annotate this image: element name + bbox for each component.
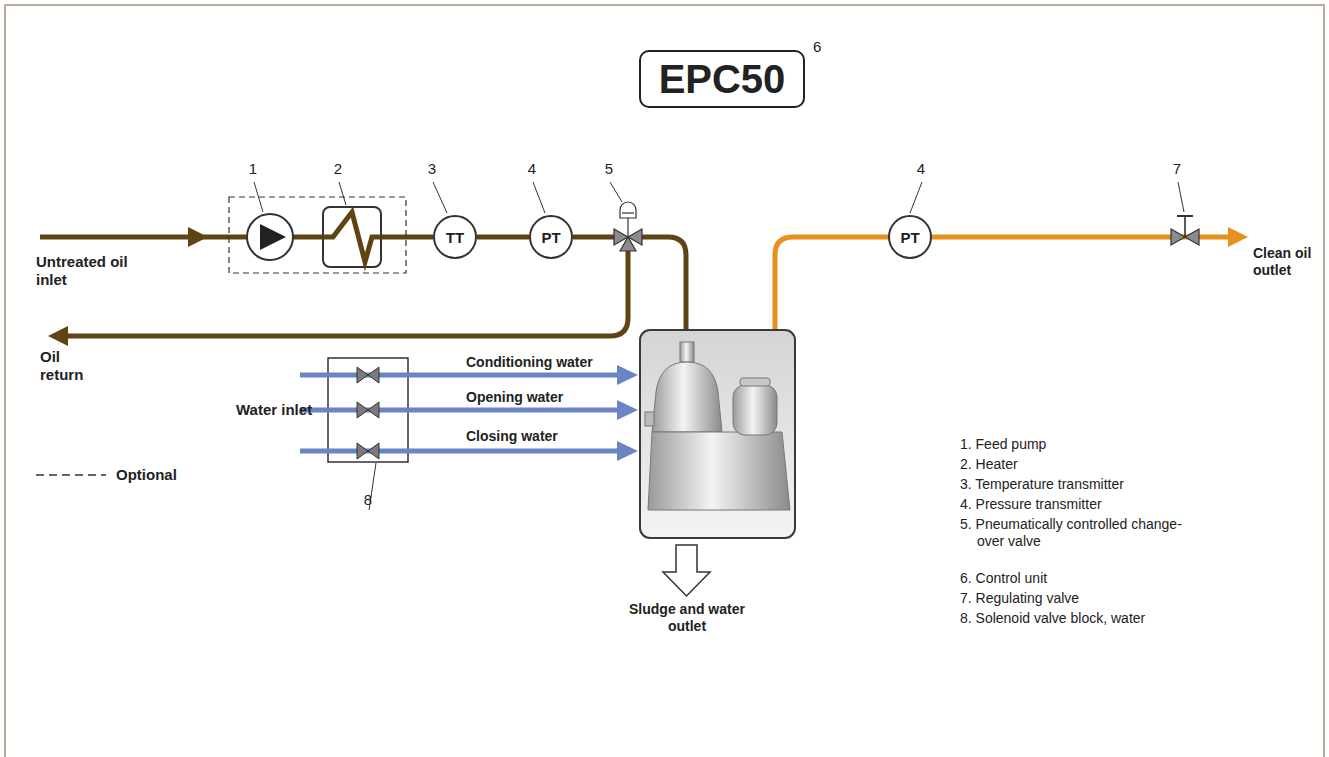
leader-lines (339, 182, 346, 205)
leader-lines (1178, 182, 1184, 212)
separator-frame (640, 330, 795, 538)
pump-symbol (247, 214, 293, 260)
node-text: PT (541, 229, 560, 246)
water-arrowheads (617, 400, 638, 420)
pump-triangle (260, 224, 286, 250)
change-over-valve (627, 218, 628, 237)
separator-picture (645, 412, 654, 426)
change-over-valve (622, 212, 634, 213)
heater-symbol (323, 207, 381, 267)
instrument-circle: TT (433, 215, 477, 259)
leader-lines (910, 182, 922, 213)
water-lines (300, 373, 620, 378)
flow-label: Conditioning water (466, 354, 593, 371)
node-text: EPC50 (659, 57, 786, 101)
oil-feed-pipe (573, 235, 614, 240)
node-text: TT (446, 229, 464, 246)
water-lines (300, 375, 620, 451)
flow-label: Closing water (466, 428, 558, 445)
callout-number: 2 (334, 160, 342, 178)
callout-number: 3 (428, 160, 436, 178)
oil-feed-pipe (293, 235, 323, 240)
change-over-valve (614, 202, 642, 251)
solenoid-valves (357, 443, 379, 459)
solenoid-valves (357, 402, 379, 418)
change-over-valve (620, 202, 636, 218)
key-item: 7. Regulating valve (960, 590, 1079, 607)
leader-lines (254, 182, 263, 212)
key-item: 5. Pneumatically controlled change-over … (960, 516, 1192, 550)
key-item: 6. Control unit (960, 570, 1047, 587)
page-frame (5, 5, 1324, 757)
key-item: 2. Heater (960, 456, 1018, 473)
callout-number: 4 (528, 160, 536, 178)
flow-arrowhead (188, 227, 208, 247)
clean-oil-pipe (775, 237, 1232, 330)
regulating-valve (1184, 216, 1186, 237)
separator-picture (645, 342, 790, 510)
optional-group (229, 197, 406, 273)
regulating-valve (1185, 229, 1199, 245)
key-item: 8. Solenoid valve block, water (960, 610, 1145, 627)
regulating-valve (1171, 229, 1185, 245)
key-item: 4. Pressure transmitter (960, 496, 1102, 513)
oil-pipe-connector (477, 235, 529, 240)
flow-arrowhead (48, 326, 68, 346)
regulating-valve (1177, 215, 1193, 217)
water-lines (300, 408, 620, 413)
leader-lines (254, 182, 1184, 510)
water-arrowheads (617, 441, 638, 461)
legend-entry: Optional (116, 466, 177, 483)
flow-label: Clean oil outlet (1253, 245, 1321, 279)
oil-feed-pipe (642, 237, 686, 330)
instrument-circle: PT (529, 215, 573, 259)
callout-number: 8 (364, 491, 372, 509)
instrument-circle: PT (888, 215, 932, 259)
water-lines (300, 449, 620, 454)
callout-number: 5 (605, 160, 613, 178)
callout-number: 6 (813, 38, 821, 56)
water-arrowheads (617, 365, 638, 385)
solenoid-valves (357, 367, 379, 383)
control-unit-box: EPC50 (639, 50, 806, 108)
flow-label: Oil return (40, 348, 100, 384)
legend-text: Optional (116, 466, 177, 483)
callout-number: 7 (1173, 160, 1181, 178)
flow-label: Water inlet (236, 401, 312, 419)
leader-lines (433, 182, 447, 213)
sludge-outlet-arrow (663, 545, 710, 596)
separator-picture (733, 385, 777, 435)
leader-lines (533, 182, 545, 213)
water-arrowheads (617, 365, 638, 461)
solenoid-valves (357, 367, 379, 459)
separator-picture (652, 362, 722, 432)
key-item: 3. Temperature transmitter (960, 476, 1124, 493)
regulating-valve (1171, 216, 1199, 245)
separator-picture (740, 378, 770, 386)
change-over-valve (620, 237, 636, 251)
flow-arrowhead (1228, 227, 1248, 247)
flow-label: Opening water (466, 389, 563, 406)
flow-label: Untreated oil inlet (36, 253, 128, 289)
legend-dash-sample (36, 474, 106, 476)
separator-picture (680, 342, 694, 362)
callout-number: 1 (249, 160, 257, 178)
oil-feed-pipe (40, 235, 247, 240)
flow-label: Sludge and water outlet (627, 601, 747, 635)
separator-picture (648, 432, 790, 510)
callout-number: 4 (917, 160, 925, 178)
key-item: 1. Feed pump (960, 436, 1046, 453)
oil-feed-pipe (381, 235, 433, 240)
heater-coil (323, 212, 381, 262)
leader-lines (610, 182, 622, 202)
node-text: PT (900, 229, 919, 246)
